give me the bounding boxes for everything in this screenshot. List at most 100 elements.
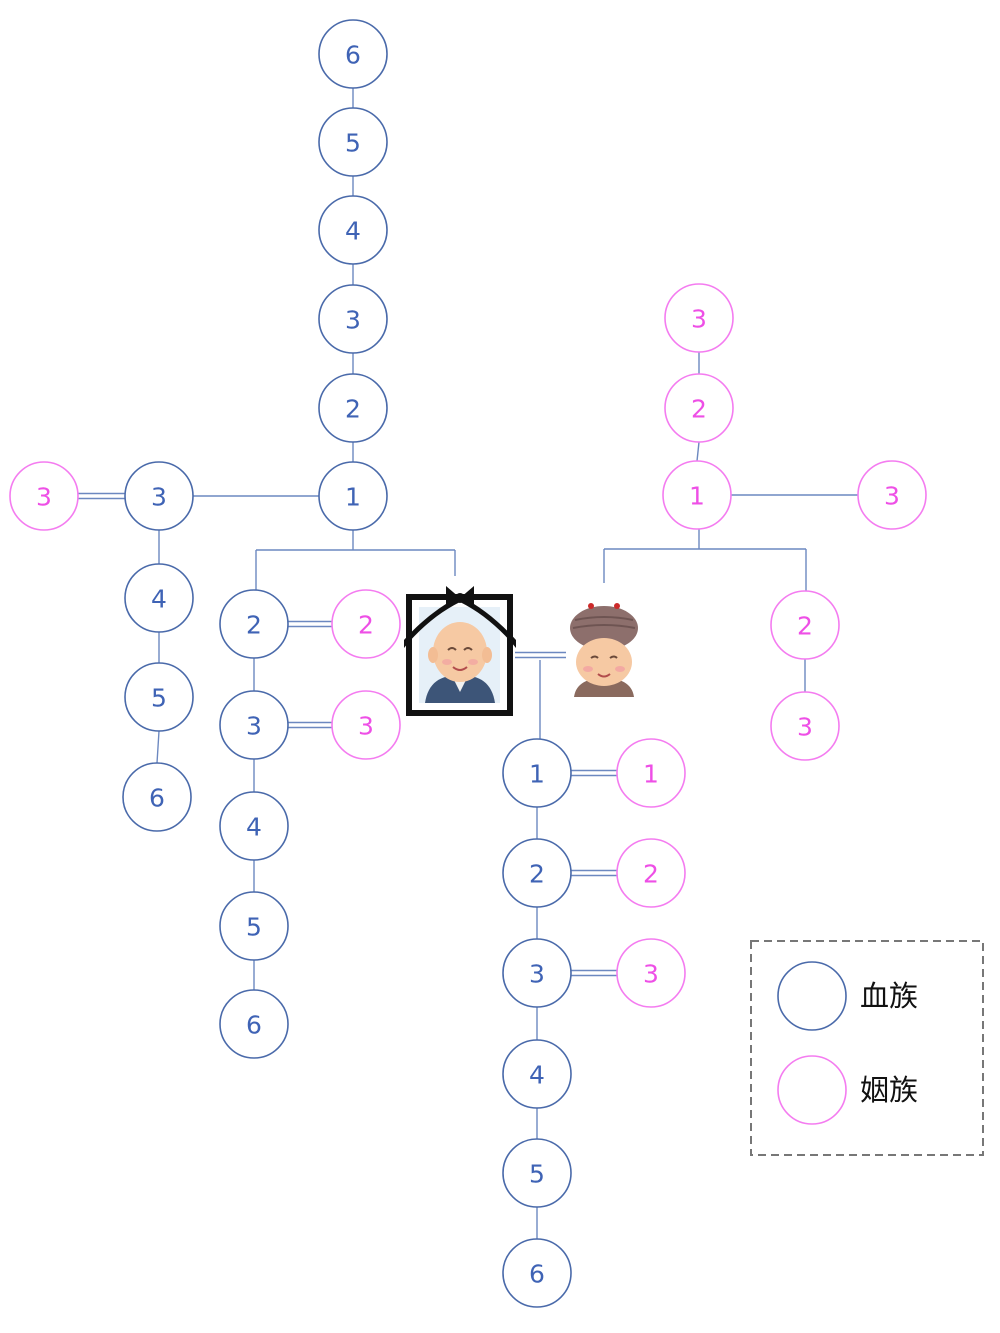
node-circle [770,691,840,761]
node-degree-label: 6 [149,784,165,813]
node-degree-label: 2 [358,611,374,640]
node-circle [318,373,388,443]
node-circle [664,283,734,353]
node-circle [616,938,686,1008]
blood-relative-node: 2 [502,838,572,908]
blood-relative-node: 3 [318,284,388,354]
legend-box [750,940,984,1156]
inlaw-relative-node: 2 [664,373,734,443]
node-circle [318,195,388,265]
legend-inlaw-swatch [777,1055,847,1125]
node-degree-label: 3 [345,306,361,335]
inlaw-relative-node: 3 [331,690,401,760]
inlaw-relative-node: 3 [770,691,840,761]
node-circle [664,373,734,443]
blood-relative-node: 5 [318,107,388,177]
blood-relative-node: 3 [124,461,194,531]
uncle-descendant-line [156,730,160,764]
node-degree-label: 1 [529,760,545,789]
relationship-lines [78,88,858,1239]
inlaw-ancestor-line [696,441,700,462]
node-degree-label: 5 [345,129,361,158]
blood-relative-node: 4 [124,563,194,633]
node-circle [770,590,840,660]
node-circle [219,989,289,1059]
node-degree-label: 4 [345,217,361,246]
node-degree-label: 2 [691,395,707,424]
blood-relative-node: 4 [502,1039,572,1109]
node-circle [502,1238,572,1308]
node-circle [616,738,686,808]
legend-blood-swatch [777,961,847,1031]
node-circle [502,738,572,808]
node-degree-label: 3 [358,712,374,741]
inlaw-relative-node: 3 [616,938,686,1008]
node-circle [9,461,79,531]
blood-relative-node: 3 [219,690,289,760]
blood-relative-node: 2 [318,373,388,443]
node-circle [616,838,686,908]
node-degree-label: 4 [246,813,262,842]
node-circle [219,690,289,760]
node-circle [124,563,194,633]
node-degree-label: 3 [246,712,262,741]
node-circle [331,589,401,659]
node-degree-label: 4 [529,1061,545,1090]
node-degree-label: 2 [797,612,813,641]
node-degree-label: 6 [529,1260,545,1289]
node-circle [502,1138,572,1208]
blood-relative-node: 5 [124,662,194,732]
blood-relative-node: 6 [122,762,192,832]
node-circle [219,791,289,861]
node-degree-label: 3 [36,483,52,512]
node-circle [502,1039,572,1109]
blood-relative-node: 3 [502,938,572,1008]
inlaw-relative-node: 3 [857,460,927,530]
inlaw-relative-node: 2 [616,838,686,908]
inlaw-relative-node: 2 [331,589,401,659]
node-circle [124,461,194,531]
node-degree-label: 3 [643,960,659,989]
relative-nodes: 6 5 4 3 2 1 3 3 4 5 6 2 2 3 3 4 5 6 1 1 2 2 3 3 4 5 6 3 2 1 3 2 3 [9,19,927,1308]
node-degree-label: 2 [345,395,361,424]
node-degree-label: 2 [246,611,262,640]
node-degree-label: 2 [529,860,545,889]
node-degree-label: 1 [643,760,659,789]
blood-relative-node: 2 [219,589,289,659]
inlaw-relative-node: 1 [662,460,732,530]
blood-relative-node: 4 [318,195,388,265]
node-degree-label: 3 [797,713,813,742]
node-circle [318,107,388,177]
inlaw-relative-node: 3 [664,283,734,353]
inlaw-relative-node: 3 [9,461,79,531]
spouse-grandmother [570,603,638,697]
node-circle [318,461,388,531]
node-circle [124,662,194,732]
node-degree-label: 5 [529,1160,545,1189]
inlaw-relative-node: 1 [616,738,686,808]
node-circle [662,460,732,530]
inlaw-relative-node: 2 [770,590,840,660]
blood-relative-node: 6 [318,19,388,89]
node-degree-label: 1 [689,482,705,511]
node-degree-label: 3 [151,483,167,512]
node-degree-label: 3 [884,482,900,511]
legend-blood-label: 血族 [860,979,918,1013]
node-circle [502,838,572,908]
node-degree-label: 5 [151,684,167,713]
blood-relative-node: 1 [318,461,388,531]
blood-relative-node: 6 [219,989,289,1059]
node-degree-label: 3 [529,960,545,989]
node-circle [318,19,388,89]
node-circle [122,762,192,832]
legend: 血族 姻族 [750,940,984,1156]
node-circle [219,589,289,659]
blood-relative-node: 1 [502,738,572,808]
legend-inlaw-label: 姻族 [860,1073,918,1107]
blood-relative-node: 6 [502,1238,572,1308]
node-degree-label: 1 [345,483,361,512]
blood-relative-node: 5 [502,1138,572,1208]
node-degree-label: 3 [691,305,707,334]
blood-relative-node: 5 [219,891,289,961]
